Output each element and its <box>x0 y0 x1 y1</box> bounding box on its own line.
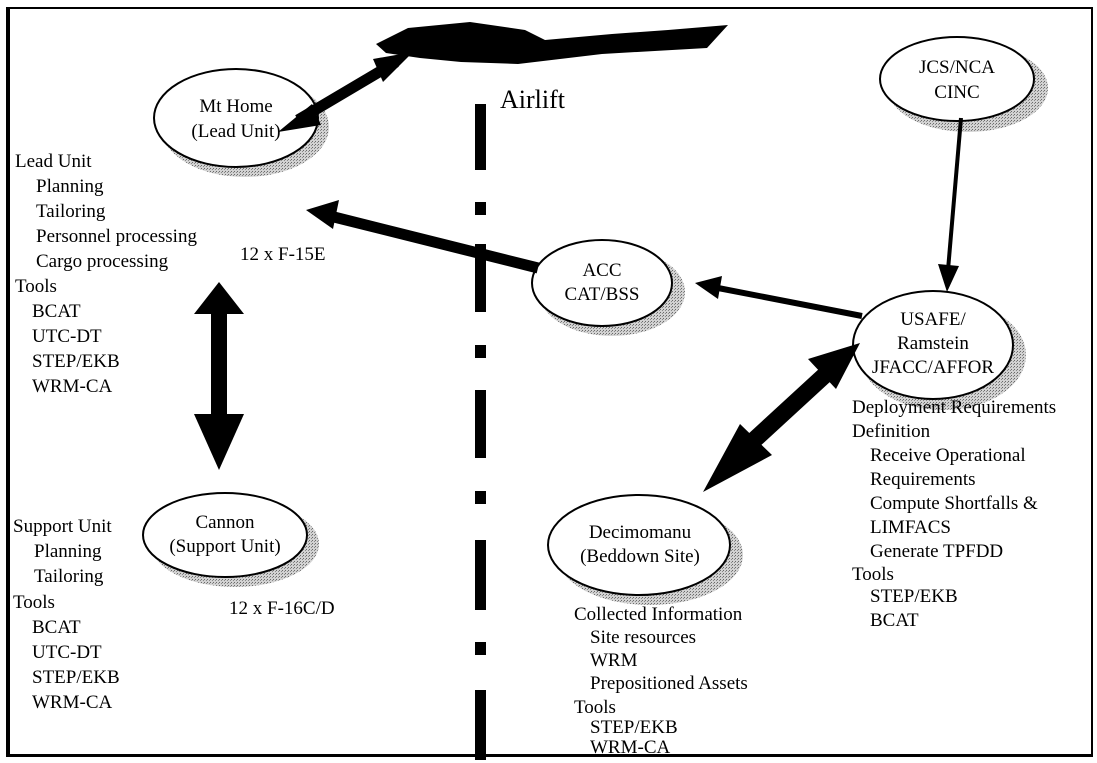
deci-notes-item: Site resources <box>590 627 697 648</box>
mthome-node <box>153 68 319 168</box>
lead-header: Lead Unit <box>15 151 92 172</box>
usafe-deci-double-arrow <box>703 343 860 492</box>
deci-tool: STEP/EKB <box>590 717 678 738</box>
mthome-label-line1: Mt Home <box>199 96 273 117</box>
lead-tool: BCAT <box>32 301 81 322</box>
usafe-notes-line2: Definition <box>852 421 931 442</box>
mthome-cannon-double-arrow <box>194 282 244 470</box>
jcs-label-line1: JCS/NCA <box>918 57 996 78</box>
usafe-tool: BCAT <box>870 610 919 631</box>
usafe-to-acc-arrow <box>695 276 863 319</box>
deci-notes-item: WRM <box>590 650 638 671</box>
lead-tool: WRM-CA <box>32 376 113 397</box>
support-item: Planning <box>34 541 102 562</box>
deci-notes-item: Prepositioned Assets <box>590 673 748 694</box>
lead-item: Planning <box>36 176 104 197</box>
usafe-notes-item: LIMFACS <box>870 517 951 538</box>
usafe-label-line1: USAFE/ <box>900 309 966 330</box>
support-tool: BCAT <box>32 617 81 638</box>
deci-label-line1: Decimomanu <box>588 522 692 543</box>
jcs-node <box>879 36 1035 122</box>
deci-tools-header: Tools <box>574 697 616 718</box>
airlift-label: Airlift <box>500 85 565 114</box>
usafe-tools-header: Tools <box>852 564 894 585</box>
support-tool: UTC-DT <box>32 642 102 663</box>
acc-to-mthome-arrow <box>306 200 540 274</box>
lead-aircraft: 12 x F-15E <box>240 244 326 265</box>
acc-label-line2: CAT/BSS <box>564 284 640 305</box>
support-aircraft: 12 x F-16C/D <box>229 598 335 619</box>
cannon-node <box>142 492 308 578</box>
usafe-notes-line1: Deployment Requirements <box>852 397 1057 418</box>
deci-tool: WRM-CA <box>590 737 671 758</box>
lead-item: Personnel processing <box>36 226 197 247</box>
lead-tools-header: Tools <box>15 276 57 297</box>
lead-item: Tailoring <box>36 201 106 222</box>
support-header: Support Unit <box>13 516 112 537</box>
airlift-aircraft-icon <box>376 22 728 64</box>
acc-node <box>531 239 673 327</box>
deci-node <box>547 494 731 596</box>
mthome-label-line2: (Lead Unit) <box>191 121 281 142</box>
dash-dot-divider <box>475 104 486 760</box>
usafe-label-line2: Ramstein <box>897 333 969 354</box>
usafe-notes-item: Compute Shortfalls & <box>870 493 1038 514</box>
support-tool: WRM-CA <box>32 692 113 713</box>
lead-tool: STEP/EKB <box>32 351 120 372</box>
deci-notes-header: Collected Information <box>574 604 743 625</box>
jcs-to-usafe-arrow <box>938 117 963 292</box>
support-item: Tailoring <box>34 566 104 587</box>
support-tools-header: Tools <box>13 592 55 613</box>
lead-tool: UTC-DT <box>32 326 102 347</box>
cannon-label-line2: (Support Unit) <box>169 536 281 557</box>
diagram-frame <box>6 7 1093 757</box>
mthome-airlift-double-arrow <box>278 52 413 132</box>
deci-label-line2: (Beddown Site) <box>580 546 700 567</box>
usafe-notes-item: Requirements <box>870 469 976 490</box>
usafe-notes-item: Generate TPFDD <box>870 541 1004 562</box>
usafe-notes-item: Receive Operational <box>870 445 1026 466</box>
cannon-label-line1: Cannon <box>195 512 255 533</box>
lead-item: Cargo processing <box>36 251 169 272</box>
usafe-node <box>852 290 1014 400</box>
support-tool: STEP/EKB <box>32 667 120 688</box>
usafe-label-line3: JFACC/AFFOR <box>871 357 995 378</box>
usafe-tool: STEP/EKB <box>870 586 958 607</box>
jcs-label-line2: CINC <box>934 82 980 103</box>
acc-label-line1: ACC <box>582 260 622 281</box>
